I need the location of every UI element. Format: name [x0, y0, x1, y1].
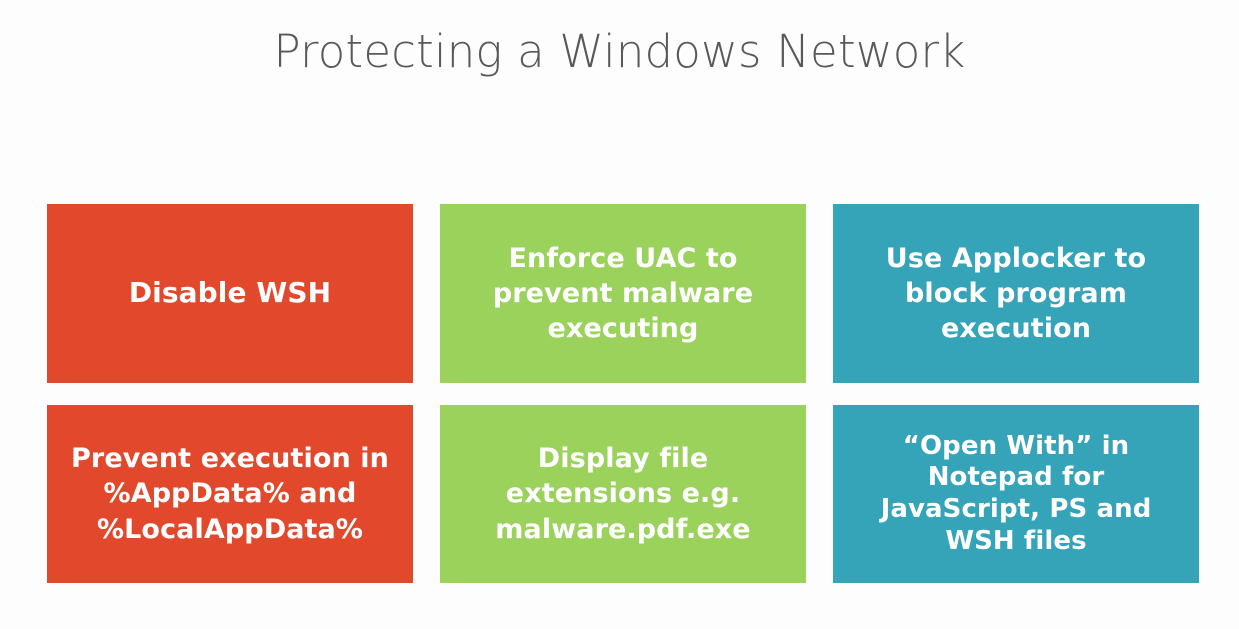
card-use-applocker[interactable]: Use Applocker to block program execution	[833, 204, 1199, 383]
card-label: “Open With” in Notepad for JavaScript, P…	[880, 430, 1152, 556]
card-open-with-notepad[interactable]: “Open With” in Notepad for JavaScript, P…	[833, 405, 1199, 583]
card-label: Enforce UAC to prevent malware executing	[492, 242, 754, 345]
card-label: Display file extensions e.g. malware.pdf…	[495, 443, 751, 545]
page-title: Protecting a Windows Network	[273, 25, 966, 78]
card-enforce-uac[interactable]: Enforce UAC to prevent malware executing	[440, 204, 806, 383]
card-display-file-extensions[interactable]: Display file extensions e.g. malware.pdf…	[440, 405, 806, 583]
card-disable-wsh[interactable]: Disable WSH	[47, 204, 413, 383]
card-prevent-execution-appdata[interactable]: Prevent execution in %AppData% and %Loca…	[47, 405, 413, 583]
card-label: Use Applocker to block program execution	[885, 242, 1147, 345]
card-label: Prevent execution in %AppData% and %Loca…	[71, 443, 389, 545]
card-label: Disable WSH	[128, 276, 332, 310]
recommendation-card-grid: Disable WSH Enforce UAC to prevent malwa…	[47, 204, 1199, 583]
